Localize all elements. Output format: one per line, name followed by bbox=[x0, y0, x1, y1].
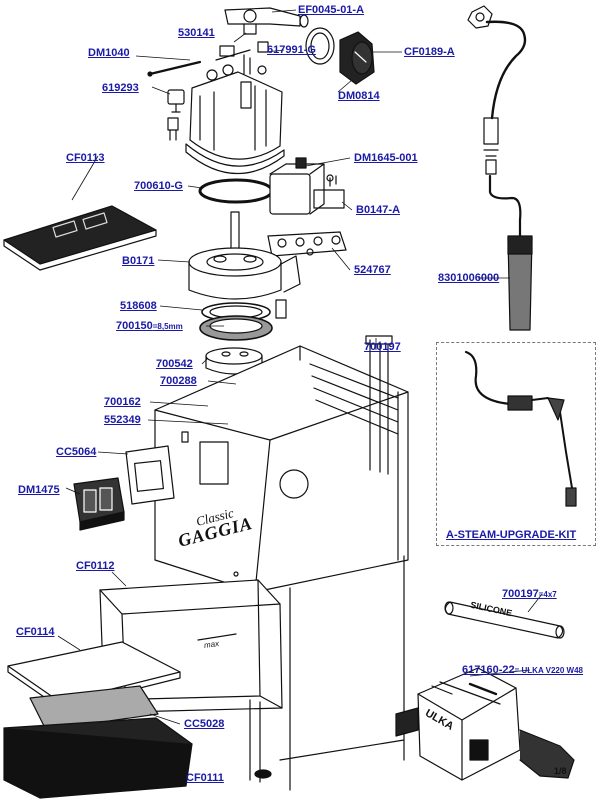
part-link-CF0111[interactable]: CF0111 bbox=[186, 772, 224, 784]
part-link-700542[interactable]: 700542 bbox=[156, 358, 193, 370]
part-link-DM1645-001[interactable]: DM1645-001 bbox=[354, 152, 418, 164]
steam-kit-wand bbox=[464, 350, 577, 507]
part-link-B0147-A[interactable]: B0147-A bbox=[356, 204, 401, 216]
part-link-518608[interactable]: 518608 bbox=[120, 300, 157, 312]
part-link-CC5028[interactable]: CC5028 bbox=[184, 718, 225, 730]
tray-cover-CF0113 bbox=[3, 205, 157, 271]
part-link-700610-G[interactable]: 700610-G bbox=[134, 180, 183, 192]
machine-housing bbox=[154, 335, 409, 791]
part-link-CF0114[interactable]: CF0114 bbox=[16, 626, 55, 638]
pump-fitting-print: 1/8 bbox=[554, 766, 567, 776]
water-tank-CF0112 bbox=[99, 579, 283, 713]
switch-panel-DM1475 bbox=[73, 477, 125, 531]
part-link-CC5064[interactable]: CC5064 bbox=[56, 446, 97, 458]
part-link-700288[interactable]: 700288 bbox=[160, 375, 197, 387]
part-link-CF0189-A[interactable]: CF0189-A bbox=[404, 46, 455, 58]
drip-tray-CF0111 bbox=[3, 717, 193, 799]
part-link-DM1040[interactable]: DM1040 bbox=[88, 47, 130, 59]
part-link-552349[interactable]: 552349 bbox=[104, 414, 141, 426]
part-link-DM1475[interactable]: DM1475 bbox=[18, 484, 60, 496]
part-link-617160-22[interactable]: 617160-22= ULKA V220 W48 bbox=[462, 664, 583, 677]
steam-wand-8301006000 bbox=[467, 5, 533, 331]
boiler-assembly bbox=[185, 41, 285, 175]
part-link-B0171[interactable]: B0171 bbox=[122, 255, 155, 267]
leader-lines bbox=[57, 9, 543, 781]
fittings-524767 bbox=[267, 231, 347, 257]
part-link-EF0045-01-A[interactable]: EF0045-01-A bbox=[298, 4, 365, 16]
fitting-619293 bbox=[167, 89, 185, 141]
steam-valve-EF0045 bbox=[224, 7, 309, 35]
part-spec-note: =4x7 bbox=[538, 590, 557, 599]
part-link-524767[interactable]: 524767 bbox=[354, 264, 391, 276]
part-link-700197-tube[interactable]: 700197=4x7 bbox=[502, 588, 557, 601]
part-number: 700197 bbox=[502, 588, 539, 600]
part-link-700162[interactable]: 700162 bbox=[104, 396, 141, 408]
part-spec-note: =8,5mm bbox=[152, 322, 183, 331]
part-link-617991-G[interactable]: 617991-G bbox=[267, 44, 316, 56]
silicone-tube-700197 bbox=[444, 601, 565, 639]
part-link-8301006000[interactable]: 8301006000 bbox=[438, 272, 500, 284]
part-link-CF0113[interactable]: CF0113 bbox=[66, 152, 105, 164]
solenoid-valve bbox=[269, 157, 345, 215]
part-link-700197-top[interactable]: 700197 bbox=[364, 341, 401, 353]
part-link-700150[interactable]: 700150=8,5mm bbox=[116, 320, 183, 333]
part-number: 700150 bbox=[116, 320, 153, 332]
pump-617160-22 bbox=[395, 667, 575, 781]
part-link-530141[interactable]: 530141 bbox=[178, 27, 215, 39]
part-link-DM0814[interactable]: DM0814 bbox=[338, 90, 380, 102]
steam-upgrade-kit-box bbox=[436, 342, 596, 546]
switch-bezel-CC5064 bbox=[125, 445, 175, 505]
steam-knob bbox=[305, 27, 375, 85]
brew-group-B0171 bbox=[188, 211, 301, 319]
part-link-619293[interactable]: 619293 bbox=[102, 82, 139, 94]
part-link-CF0112[interactable]: CF0112 bbox=[76, 560, 115, 572]
steam-upgrade-kit-link[interactable]: A-STEAM-UPGRADE-KIT bbox=[446, 529, 577, 541]
part-spec-note: = ULKA V220 W48 bbox=[514, 666, 584, 675]
part-number: 617160-22 bbox=[462, 664, 515, 676]
